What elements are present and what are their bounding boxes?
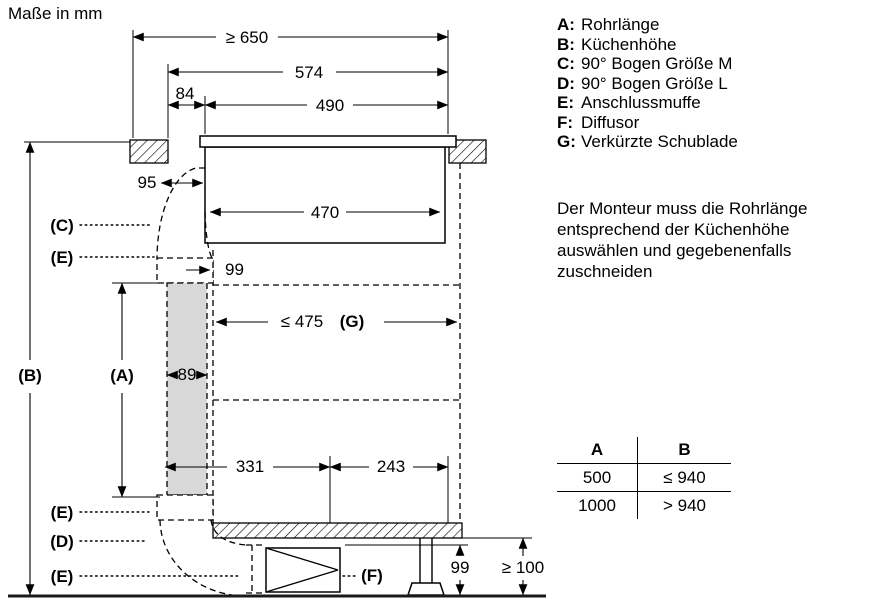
legend-key: D: bbox=[557, 73, 575, 93]
legend-item: G: Verkürzte Schublade bbox=[557, 132, 738, 152]
dim-490-value: 490 bbox=[316, 96, 344, 115]
bend-d-outer bbox=[159, 519, 247, 597]
dim-99-duct-value: 99 bbox=[451, 558, 470, 577]
dim-331-value: 331 bbox=[236, 457, 264, 476]
callout-e-top: (E) bbox=[51, 248, 74, 267]
dim-650-value: ≥ 650 bbox=[226, 28, 268, 47]
table-header-b: B bbox=[637, 437, 731, 464]
legend: A: Rohrlänge B: Küchenhöhe C: 90° Bogen Grö… bbox=[557, 15, 738, 152]
legend-label: Verkürzte Schublade bbox=[581, 132, 738, 151]
worktop-left-section bbox=[129, 139, 169, 164]
dim-475-value: ≤ 475 bbox=[281, 312, 323, 331]
legend-key: E: bbox=[557, 93, 574, 112]
dim-490: 490 bbox=[204, 96, 449, 115]
hob-glass-top bbox=[199, 135, 457, 148]
worktop bbox=[129, 139, 487, 164]
dim-84-value: 84 bbox=[176, 84, 195, 103]
legend-key: G: bbox=[557, 132, 576, 151]
legend-label: 90° Bogen Größe L bbox=[581, 73, 728, 93]
legend-key: F: bbox=[557, 112, 574, 132]
callout-e-mid: (E) bbox=[51, 503, 74, 522]
callout-e-bottom: (E) bbox=[51, 567, 74, 586]
legend-label: Anschlussmuffe bbox=[581, 93, 701, 112]
plinth-leg bbox=[406, 538, 446, 596]
dim-99-offset-value: 99 bbox=[225, 260, 244, 279]
extension-lines bbox=[24, 30, 532, 546]
legend-item: A: Rohrlänge bbox=[557, 15, 738, 35]
callout-g: (G) bbox=[340, 312, 365, 331]
callout-c: (C) bbox=[50, 216, 74, 235]
dim-95-value: 95 bbox=[138, 173, 157, 192]
legend-item: F: Diffusor bbox=[557, 113, 738, 133]
legend-label: Küchenhöhe bbox=[581, 34, 677, 54]
table-row: 1000 > 940 bbox=[557, 491, 731, 519]
legend-item: E: Anschlussmuffe bbox=[557, 93, 738, 113]
dim-574: 574 bbox=[167, 63, 449, 82]
callout-d: (D) bbox=[50, 532, 74, 551]
worktop-right-section bbox=[448, 139, 487, 164]
dim-475-drawer: ≤ 475 (G) bbox=[215, 312, 458, 331]
dim-b-kitchen-height: (B) bbox=[18, 141, 42, 596]
cabinet-outline bbox=[212, 163, 461, 523]
diffusor bbox=[265, 547, 341, 593]
table-cell: ≤ 940 bbox=[637, 463, 731, 492]
callout-b: (B) bbox=[18, 366, 42, 385]
dim-100-clearance: ≥ 100 bbox=[502, 537, 544, 596]
dim-89: 89 bbox=[166, 365, 208, 384]
legend-label: Rohrlänge bbox=[581, 15, 660, 34]
hob-body bbox=[204, 146, 446, 244]
table-cell: 1000 bbox=[557, 491, 638, 519]
dim-89-value: 89 bbox=[178, 365, 197, 384]
callout-f: (F) bbox=[361, 566, 383, 585]
callout-a: (A) bbox=[110, 366, 134, 385]
table-row: 500 ≤ 940 bbox=[557, 463, 731, 492]
bend-c-outer bbox=[156, 167, 205, 259]
table-cell: > 940 bbox=[662, 495, 706, 515]
pipe-length-table: A B 500 ≤ 940 1000 > 940 bbox=[557, 437, 731, 519]
installer-note: Der Monteur muss die Rohrlänge entsprech… bbox=[557, 199, 808, 281]
dim-99-offset: 99 bbox=[186, 260, 244, 279]
dim-84: 84 bbox=[167, 84, 206, 110]
connector-sleeve-bottom bbox=[156, 494, 214, 521]
legend-label: 90° Bogen Größe M bbox=[581, 54, 733, 73]
hob-unit bbox=[199, 135, 457, 244]
bend-c-inner bbox=[204, 211, 213, 259]
vertical-duct bbox=[166, 282, 208, 496]
table-header-a: A bbox=[557, 437, 638, 464]
legend-key: B: bbox=[557, 34, 575, 54]
dim-470: 470 bbox=[209, 203, 441, 222]
dim-331: 331 bbox=[164, 457, 331, 476]
dim-650: ≥ 650 bbox=[132, 28, 449, 47]
legend-key: C: bbox=[557, 54, 575, 73]
cabinet-floor bbox=[212, 522, 463, 539]
dim-470-value: 470 bbox=[311, 203, 339, 222]
dim-a-pipe-length: (A) bbox=[110, 282, 134, 498]
legend-key: A: bbox=[557, 15, 575, 34]
dim-574-value: 574 bbox=[295, 63, 323, 82]
table-cell: 500 bbox=[557, 463, 638, 492]
duct-run bbox=[156, 167, 341, 597]
dim-243: 243 bbox=[329, 457, 449, 476]
dim-99-duct: 99 bbox=[451, 544, 470, 596]
callouts: (C) (E) (E) (D) (E) (F) bbox=[50, 216, 383, 586]
cabinet-base bbox=[8, 522, 546, 598]
dim-243-value: 243 bbox=[377, 457, 405, 476]
legend-item: B: Küchenhöhe bbox=[557, 35, 738, 55]
units-note: Maße in mm bbox=[8, 4, 103, 23]
legend-item: D: 90° Bogen Größe L bbox=[557, 74, 738, 94]
installation-drawing: ≥ 650 574 84 490 95 470 bbox=[8, 28, 546, 598]
table-header-row: A B bbox=[557, 437, 731, 464]
dim-95: 95 bbox=[138, 173, 204, 192]
legend-item: C: 90° Bogen Größe M bbox=[557, 54, 738, 74]
dim-100-value: ≥ 100 bbox=[502, 558, 544, 577]
legend-label: Diffusor bbox=[581, 112, 640, 132]
